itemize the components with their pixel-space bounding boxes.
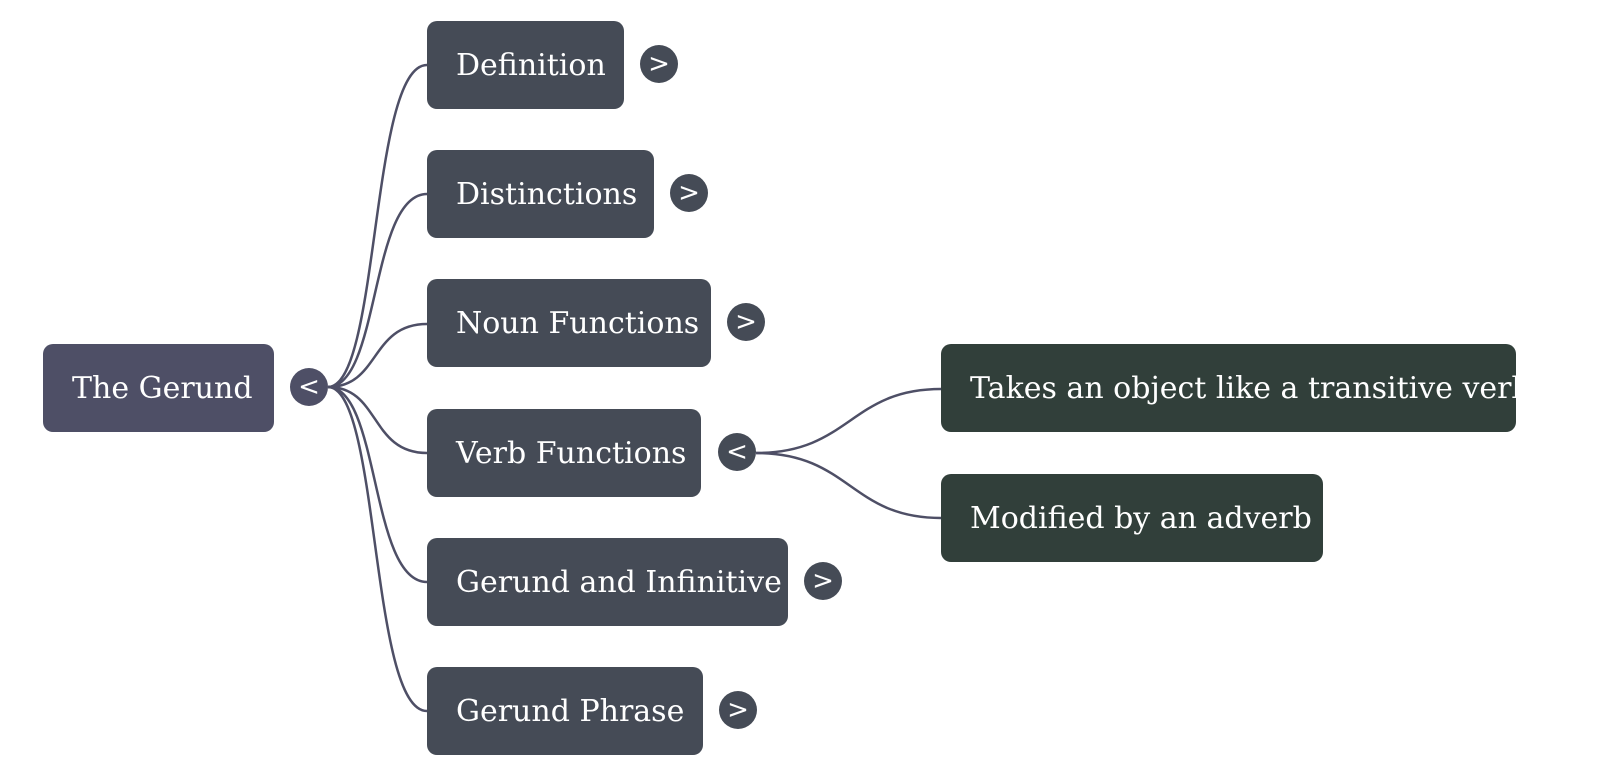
collapse-toggle-verb-functions[interactable]: < [718,433,756,471]
branch-node-label: Gerund Phrase [456,693,685,729]
leaf-node-label: Takes an object like a transitive verb [970,370,1531,406]
branch-node-definition[interactable]: Definition [427,21,624,109]
expand-toggle-distinctions[interactable]: > [670,174,708,212]
branch-node-distinctions[interactable]: Distinctions [427,150,654,238]
expand-toggle-noun-functions[interactable]: > [727,303,765,341]
root-node-the-gerund[interactable]: The Gerund [43,344,274,432]
expand-toggle-gerund-phrase[interactable]: > [719,691,757,729]
branch-node-verb-functions[interactable]: Verb Functions [427,409,701,497]
connector-root-gerund-and-infinitive [327,385,428,584]
branch-node-label: Noun Functions [456,305,700,341]
leaf-node-modified-by-adverb: Modified by an adverb [941,474,1323,562]
branch-node-label: Gerund and Infinitive [456,564,782,600]
expand-toggle-definition[interactable]: > [640,45,678,83]
expand-toggle-gerund-and-infinitive[interactable]: > [804,562,842,600]
branch-node-label: Definition [456,47,606,83]
connector-root-distinctions [327,192,428,389]
branch-node-gerund-and-infinitive[interactable]: Gerund and Infinitive [427,538,788,626]
connector-root-noun-functions [327,322,428,389]
leaf-node-takes-object: Takes an object like a transitive verb [941,344,1531,432]
connector-verb-functions-modified-adverb [755,451,942,520]
leaf-node-label: Modified by an adverb [970,500,1312,536]
branch-node-label: Distinctions [456,176,638,212]
branch-node-noun-functions[interactable]: Noun Functions [427,279,711,367]
connector-root-verb-functions [327,385,428,455]
connector-verb-functions-takes-object [755,387,942,455]
connector-root-gerund-phrase [327,385,428,713]
branch-node-gerund-phrase[interactable]: Gerund Phrase [427,667,703,755]
root-node-label: The Gerund [72,370,253,406]
branch-node-label: Verb Functions [456,435,687,471]
connector-root-definition [327,63,428,389]
root-collapse-toggle[interactable]: < [290,368,328,406]
